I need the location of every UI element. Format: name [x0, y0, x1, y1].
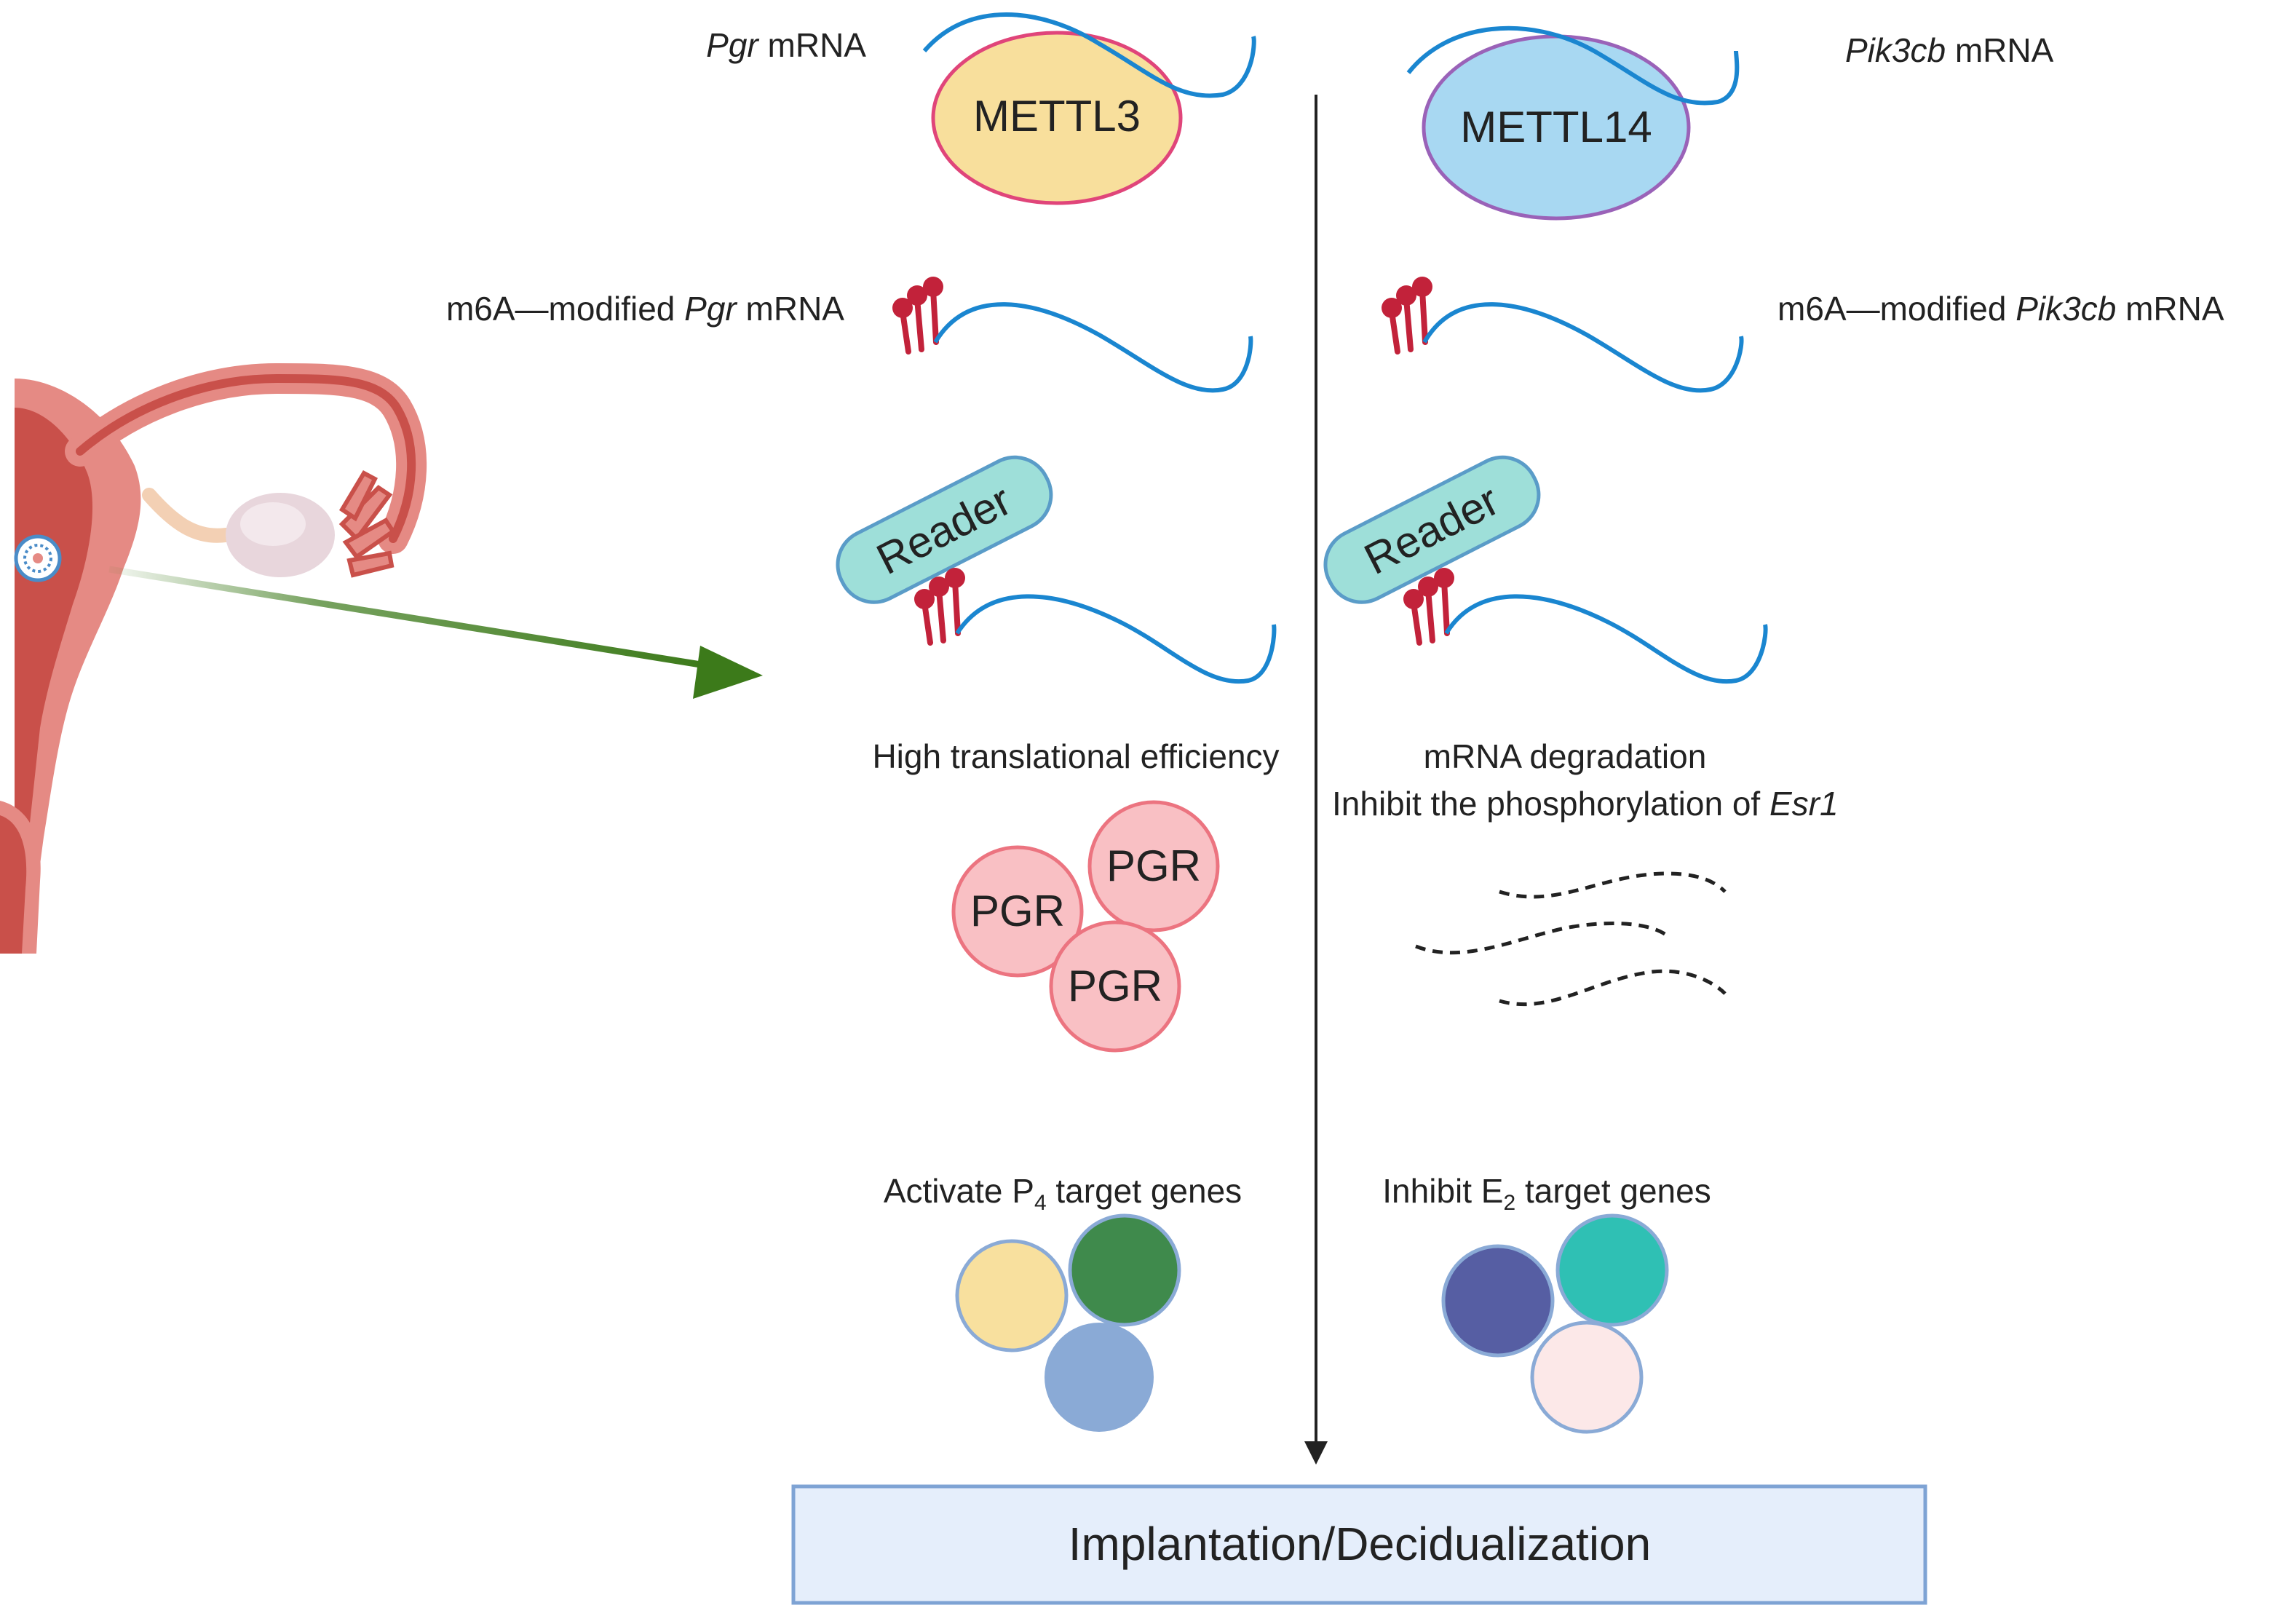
pgr-m6a-mrna	[892, 277, 1253, 393]
left-reader-protein: Reader	[836, 455, 1053, 604]
pgr-effect-label: High translational efficiency	[872, 737, 1279, 775]
mettl3-writer: METTL3	[922, 12, 1256, 205]
right-reader-complex: Reader	[1323, 455, 1768, 684]
pointer-arrow	[108, 566, 763, 699]
mettl14-writer: METTL14	[1406, 25, 1740, 221]
right-pathway: Pik3cb mRNA METTL14 m6A—modified Pik3cb …	[1323, 25, 2224, 1434]
p4-target-label: Activate P4 target genes	[884, 1172, 1242, 1215]
outcome-box: Implantation/Decidualization	[791, 1484, 1927, 1605]
p4-target-genes	[955, 1213, 1181, 1432]
pik3cb-m6a-mrna	[1382, 277, 1744, 393]
pik3cb-mrna-label: Pik3cb mRNA	[1845, 31, 2054, 69]
degradation-label: mRNA degradation	[1424, 737, 1707, 775]
pgr-label: PGR	[1106, 841, 1201, 890]
pgr-proteins: PGR PGR PGR	[951, 800, 1220, 1053]
e2-target-label: Inhibit E2 target genes	[1382, 1172, 1711, 1215]
uterus-illustration	[0, 363, 427, 954]
left-reader-complex: Reader	[836, 455, 1277, 684]
mettl14-label: METTL14	[1460, 103, 1652, 151]
mettl3-label: METTL3	[973, 92, 1141, 140]
center-divider-arrow	[1304, 95, 1328, 1465]
pgr-mrna-label: Pgr mRNA	[706, 26, 866, 64]
pik3cb-m6a-label: m6A—modified Pik3cb mRNA	[1777, 290, 2224, 328]
pgr-label: PGR	[970, 887, 1065, 935]
pgr-label: PGR	[1068, 962, 1162, 1010]
right-reader-protein: Reader	[1323, 455, 1541, 604]
pgr-m6a-label: m6A—modified Pgr mRNA	[446, 290, 844, 328]
degraded-mrna-fragments	[1415, 871, 1727, 1007]
esr1-phosphorylation-label: Inhibit the phosphorylation of Esr1	[1332, 785, 1839, 823]
left-pathway: Pgr mRNA METTL3 m6A—modified Pgr mRNA Re…	[446, 12, 1280, 1432]
outcome-label: Implantation/Decidualization	[1069, 1518, 1651, 1570]
e2-target-genes	[1441, 1213, 1669, 1434]
